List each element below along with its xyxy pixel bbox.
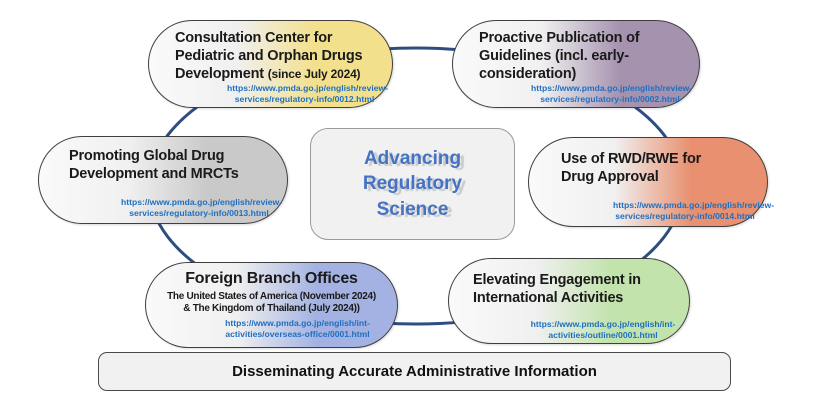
node-url-link[interactable]: https://www.pmda.go.jp/english/review- s… xyxy=(227,83,389,105)
node-rwd-rwe: Use of RWD/RWE for Drug Approval https:/… xyxy=(528,137,775,227)
node-title-block: Promoting Global Drug Development and MR… xyxy=(69,147,277,183)
node-title: Proactive Publication of Guidelines (inc… xyxy=(479,30,640,82)
node-title: Elevating Engagement in International Ac… xyxy=(473,272,641,306)
node-subtitle: The United States of America (November 2… xyxy=(167,290,376,314)
node-title: Foreign Branch Offices xyxy=(185,270,358,287)
center-title: Advancing Regulatory Science xyxy=(362,147,463,220)
node-title-block: Proactive Publication of Guidelines (inc… xyxy=(479,29,689,83)
node-title-block: Use of RWD/RWE for Drug Approval xyxy=(561,150,757,186)
node-title-block: Consultation Center for Pediatric and Or… xyxy=(175,29,382,83)
node-foreign-branch-offices: Foreign Branch Offices The United States… xyxy=(145,262,398,348)
center-node-advancing-regulatory-science: Advancing Regulatory Science xyxy=(310,128,515,240)
node-url-link[interactable]: https://www.pmda.go.jp/english/review- s… xyxy=(531,83,693,105)
bottom-banner-label: Disseminating Accurate Administrative In… xyxy=(232,363,597,380)
node-proactive-publication: Proactive Publication of Guidelines (inc… xyxy=(452,20,700,108)
node-title-block: Elevating Engagement in International Ac… xyxy=(473,271,681,307)
node-url-link[interactable]: https://www.pmda.go.jp/english/int- acti… xyxy=(225,317,370,339)
node-title-suffix: (since July 2024) xyxy=(267,67,361,81)
node-url-link[interactable]: https://www.pmda.go.jp/english/review- s… xyxy=(121,197,283,219)
node-url-link[interactable]: https://www.pmda.go.jp/english/int- acti… xyxy=(530,319,676,341)
node-url-link[interactable]: https://www.pmda.go.jp/english/review- s… xyxy=(613,200,775,222)
node-title: Consultation Center for Pediatric and Or… xyxy=(175,30,363,82)
node-title-block: Foreign Branch Offices The United States… xyxy=(154,270,389,315)
node-global-drug-development: Promoting Global Drug Development and MR… xyxy=(38,136,288,224)
node-title: Promoting Global Drug Development and MR… xyxy=(69,148,239,182)
node-consultation-center: Consultation Center for Pediatric and Or… xyxy=(148,20,393,108)
bottom-banner: Disseminating Accurate Administrative In… xyxy=(98,352,731,391)
node-international-activities: Elevating Engagement in International Ac… xyxy=(448,258,690,344)
node-title: Use of RWD/RWE for Drug Approval xyxy=(561,151,702,185)
